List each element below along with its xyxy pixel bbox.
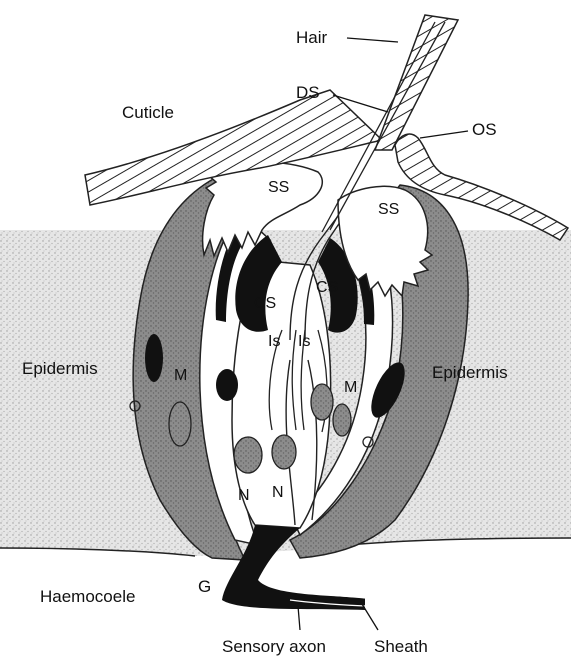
m-nucleus-right [311,384,333,420]
label-n-right: N [272,484,284,501]
epidermis-nucleus-left [145,334,163,382]
label-ds: DS [296,83,320,102]
label-n-left: N [238,487,250,504]
label-epidermis-right: Epidermis [432,363,508,382]
hair-shaft [375,15,458,150]
label-sheath: Sheath [374,637,428,656]
label-sensory-axon: Sensory axon [222,637,326,656]
m-nucleus-left [169,402,191,446]
label-is-right: Is [298,333,310,350]
label-os: OS [472,120,497,139]
label-cs-right: CS [316,279,338,296]
nucleus-right [272,435,296,469]
label-is-left: Is [268,333,280,350]
nucleus-left [234,437,262,473]
label-ss-right: SS [378,201,399,218]
label-epidermis-left: Epidermis [22,359,98,378]
leader-sheath [362,604,378,630]
m-nucleus-right-2 [333,404,351,436]
label-haemocoele: Haemocoele [40,587,135,606]
leader-hair [347,38,398,42]
label-hair: Hair [296,28,328,47]
leader-os [420,131,468,138]
label-m-left: M [174,367,187,384]
label-g: G [198,577,211,596]
label-cs-left: CS [254,295,276,312]
label-cuticle: Cuticle [122,103,174,122]
label-m-right: M [344,379,357,396]
label-ss-left: SS [268,179,289,196]
leader-sensory-axon [298,606,300,630]
m-nucleus-left-dark [216,369,238,401]
